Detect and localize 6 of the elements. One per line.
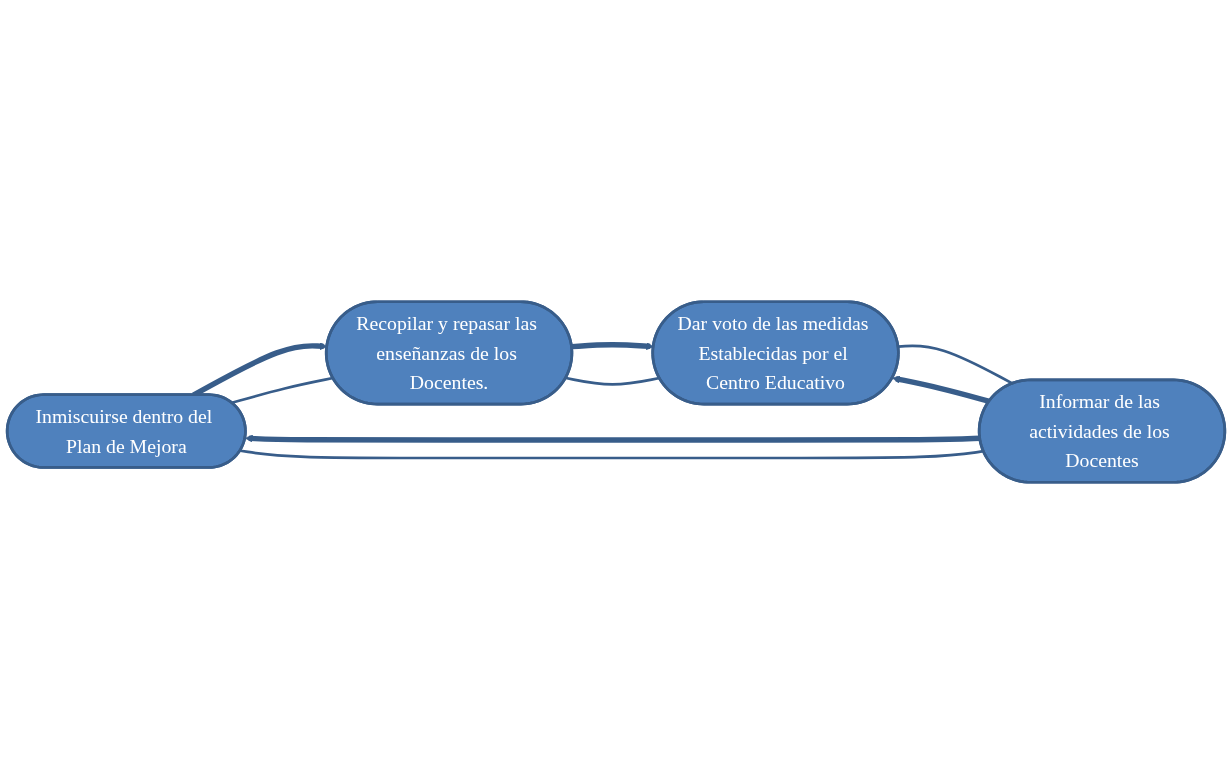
arrow — [244, 434, 981, 443]
connector — [240, 449, 984, 460]
connector — [565, 376, 660, 386]
arrow — [892, 375, 991, 404]
connector — [898, 344, 1014, 385]
arrow — [571, 342, 654, 351]
